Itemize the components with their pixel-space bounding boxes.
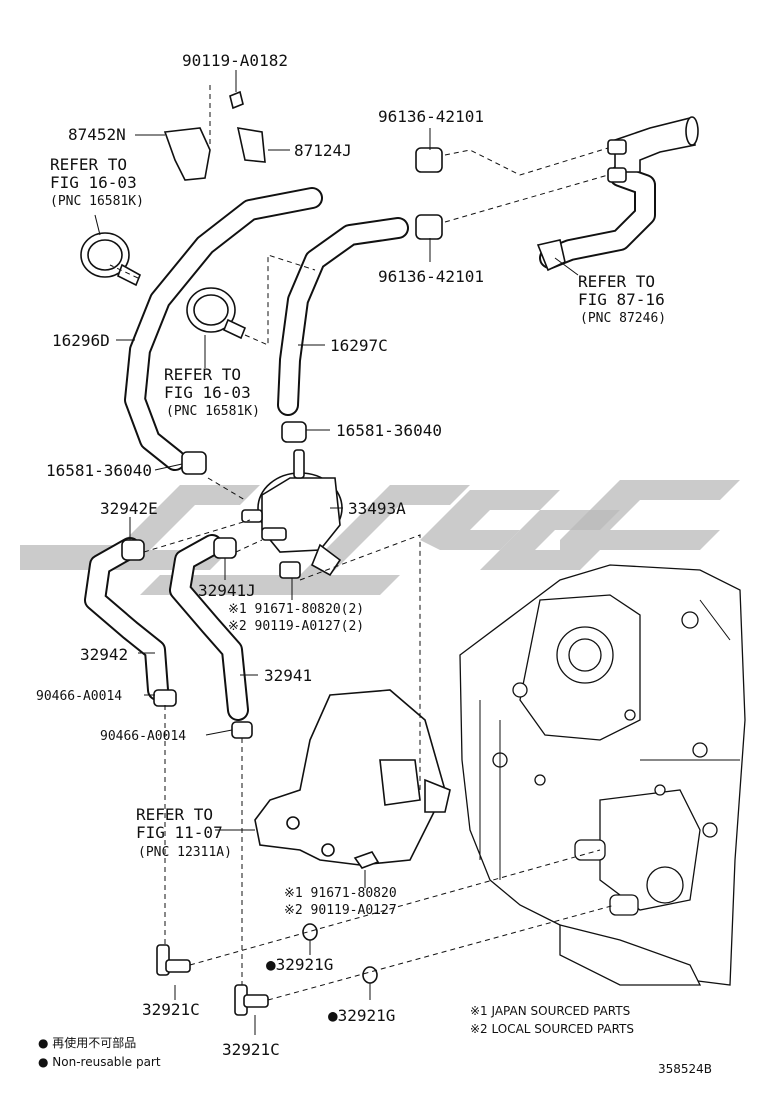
- oil-cooler: [241, 449, 343, 579]
- figure-id: 358524B: [658, 1062, 712, 1076]
- label-16297c: 16297C: [330, 336, 388, 355]
- ref-11-07-line3: (PNC 12311A): [138, 845, 232, 860]
- ref-16-03-b-line1: REFER TO: [164, 365, 241, 384]
- part-labels: 90119-A0182 87452N 87124J 96136-42101 96…: [36, 51, 666, 1059]
- notes: ※1 JAPAN SOURCED PARTS ※2 LOCAL SOURCED …: [38, 1004, 712, 1076]
- note-japan-sourced: ※1 JAPAN SOURCED PARTS: [470, 1004, 630, 1018]
- hoses: [84, 165, 656, 721]
- label-96136-bottom: 96136-42101: [378, 267, 484, 286]
- label-32942: 32942: [80, 645, 128, 664]
- label-32921c-b: 32921C: [222, 1040, 280, 1059]
- ref-16-03-b-line3: (PNC 16581K): [166, 404, 260, 419]
- label-90119-single: ※2 90119-A0127: [284, 903, 397, 918]
- label-91671-single: ※1 91671-80820: [284, 886, 397, 901]
- label-16296d: 16296D: [52, 331, 110, 350]
- note-local-sourced: ※2 LOCAL SOURCED PARTS: [470, 1022, 634, 1036]
- bottom-fittings: [156, 923, 378, 1016]
- label-32941j: 32941J: [198, 581, 256, 600]
- label-90466-b: 90466-A0014: [100, 729, 186, 744]
- engine-block: [459, 564, 746, 986]
- hose-clamps: [80, 147, 443, 739]
- watermark-logo: [20, 480, 740, 595]
- ref-16-03-b-line2: FIG 16-03: [164, 383, 251, 402]
- label-90466-a: 90466-A0014: [36, 689, 122, 704]
- ref-11-07-line1: REFER TO: [136, 805, 213, 824]
- oil-cooler-bracket: [254, 689, 451, 869]
- ref-16-03-a-line2: FIG 16-03: [50, 173, 137, 192]
- leader-lines: [94, 70, 616, 1035]
- label-33493a: 33493A: [348, 499, 406, 518]
- ref-11-07-line2: FIG 11-07: [136, 823, 223, 842]
- label-91671-2: ※1 91671-80820(2): [228, 602, 364, 617]
- label-87452n: 87452N: [68, 125, 126, 144]
- label-32941: 32941: [264, 666, 312, 685]
- ref-87-16-line2: FIG 87-16: [578, 290, 665, 309]
- label-90119-a0182: 90119-A0182: [182, 51, 288, 70]
- ref-87-16-line1: REFER TO: [578, 272, 655, 291]
- ref-16-03-a-line1: REFER TO: [50, 155, 127, 174]
- ref-87-16-line3: (PNC 87246): [580, 311, 666, 326]
- legend-non-reusable-en: ● Non-reusable part: [38, 1055, 161, 1069]
- label-32921c-a: 32921C: [142, 1000, 200, 1019]
- label-32921g-a: ●32921G: [266, 955, 333, 974]
- label-32942e: 32942E: [100, 499, 158, 518]
- label-16581-left: 16581-36040: [46, 461, 152, 480]
- label-90119-a0127-2: ※2 90119-A0127(2): [228, 619, 364, 634]
- ref-16-03-a-line3: (PNC 16581K): [50, 194, 144, 209]
- label-87124j: 87124J: [294, 141, 352, 160]
- water-pipe-connector: [536, 116, 699, 272]
- label-16581-right: 16581-36040: [336, 421, 442, 440]
- label-32921g-b: ●32921G: [328, 1006, 395, 1025]
- upper-brackets: [163, 90, 266, 181]
- label-96136-top: 96136-42101: [378, 107, 484, 126]
- legend-non-reusable-jp: ● 再使用不可部品: [38, 1035, 136, 1050]
